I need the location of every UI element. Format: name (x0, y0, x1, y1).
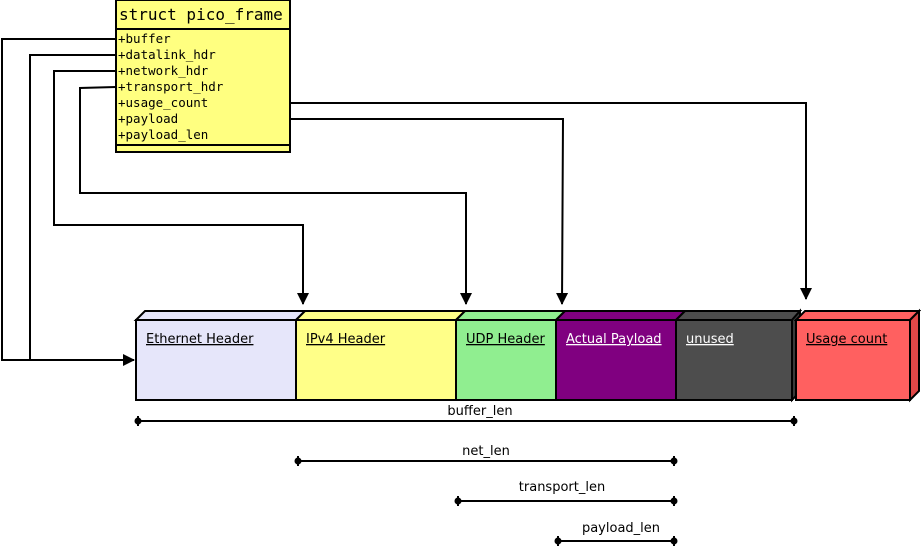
transport-len-label: transport_len (519, 480, 605, 495)
block-udp-header: UDP Header (453, 310, 568, 401)
field-payload-len: +payload_len (118, 127, 208, 142)
block-unused: unused (673, 308, 803, 403)
block-label-ethernet: Ethernet Header (146, 332, 254, 347)
transport-connector (79, 86, 472, 305)
usage-count-connector (290, 102, 812, 300)
block-label-udp: UDP Header (466, 332, 545, 347)
field-datalink-hdr: +datalink_hdr (118, 47, 216, 62)
net-len-dimension (294, 456, 678, 466)
payload-len-label: payload_len (582, 521, 660, 536)
field-payload: +payload (118, 111, 178, 126)
datalink-connector (29, 54, 116, 360)
block-usage-count: Usage count (793, 308, 921, 403)
buffer-len-label: buffer_len (447, 404, 512, 419)
field-buffer: +buffer (118, 31, 171, 46)
struct-title: struct pico_frame (119, 5, 283, 24)
block-label-payload: Actual Payload (566, 332, 662, 347)
block-ethernet-header: Ethernet Header (133, 310, 308, 401)
net-len-label: net_len (462, 444, 510, 459)
field-network-hdr: +network_hdr (118, 63, 209, 78)
block-label-unused: unused (686, 332, 734, 347)
block-label-usage-count: Usage count (806, 332, 887, 347)
buffer-len-dimension (134, 416, 798, 426)
payload-len-dimension (554, 536, 678, 546)
transport-len-dimension (454, 496, 678, 506)
buffer-connector (1, 38, 135, 366)
buffer-blocks: Ethernet Header IPv4 Header UDP Header A… (133, 308, 921, 403)
network-connector (53, 70, 309, 305)
payload-connector (290, 118, 569, 305)
block-actual-payload: Actual Payload (553, 310, 688, 401)
field-transport-hdr: +transport_hdr (118, 79, 224, 94)
struct-pico-frame-box: struct pico_frame +buffer +datalink_hdr … (115, 0, 291, 153)
block-ipv4-header: IPv4 Header (293, 310, 468, 401)
block-label-ipv4: IPv4 Header (306, 332, 386, 347)
field-usage-count: +usage_count (118, 95, 208, 110)
